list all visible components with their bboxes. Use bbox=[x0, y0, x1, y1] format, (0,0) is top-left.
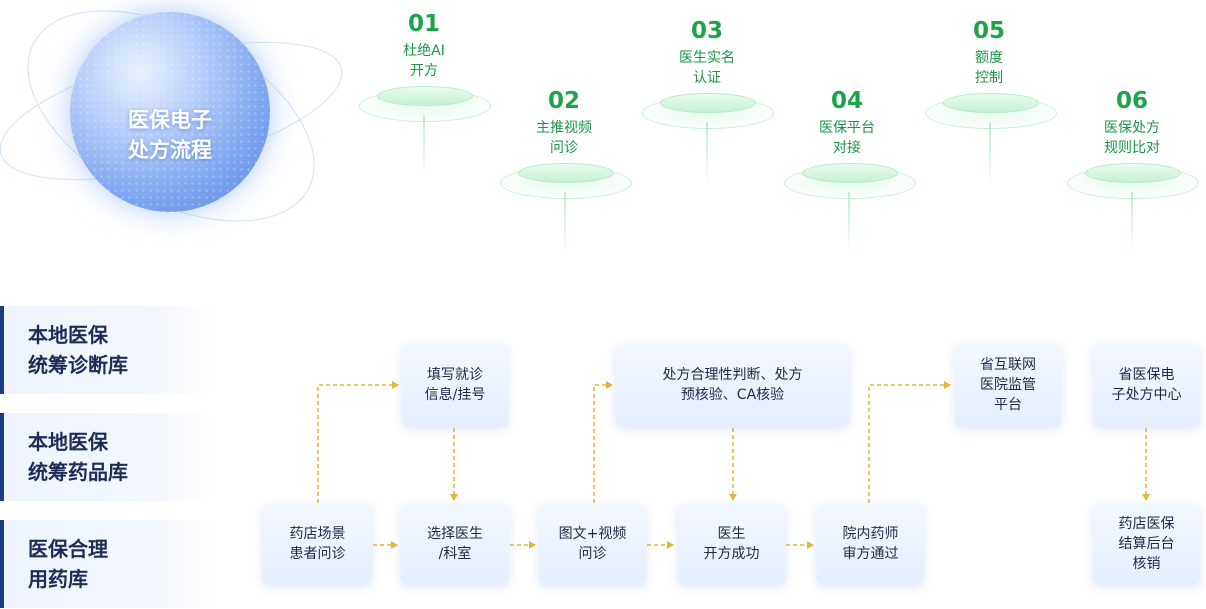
box-judgment: 处方合理性判断、处方 预核验、CA核验 bbox=[616, 344, 849, 426]
step-label: 额度 控制 bbox=[975, 50, 1003, 86]
library-label: 本地医保 统筹诊断库 bbox=[28, 323, 128, 377]
step-stem bbox=[706, 122, 708, 186]
step-number: 01 bbox=[407, 11, 440, 37]
step-number: 03 bbox=[690, 18, 723, 44]
step-stem bbox=[423, 115, 425, 179]
step-stem bbox=[1131, 192, 1133, 256]
step-pedestal bbox=[660, 93, 756, 113]
step-02: 02 主推视频 问诊 bbox=[499, 87, 629, 158]
step-stem bbox=[989, 122, 991, 186]
box-label: 药店医保 结算后台 核销 bbox=[1118, 516, 1175, 572]
library-label: 本地医保 统筹药品库 bbox=[28, 430, 128, 484]
step-01: 01 杜绝AI 开方 bbox=[359, 10, 489, 81]
box-label: 省医保电 子处方中心 bbox=[1111, 367, 1182, 403]
box-consult: 图文+视频 问诊 bbox=[539, 504, 646, 584]
diagram-title: 医保电子 处方流程 bbox=[128, 108, 212, 162]
step-number: 06 bbox=[1115, 88, 1148, 114]
library-rational-use: 医保合理 用药库 bbox=[0, 520, 214, 608]
step-03: 03 医生实名 认证 bbox=[642, 17, 772, 88]
step-number: 04 bbox=[830, 88, 863, 114]
step-06: 06 医保处方 规则比对 bbox=[1067, 87, 1197, 158]
box-provincial-center: 省医保电 子处方中心 bbox=[1093, 344, 1200, 426]
box-label: 图文+视频 问诊 bbox=[558, 526, 627, 562]
step-label: 医保平台 对接 bbox=[819, 120, 875, 156]
step-label: 杜绝AI 开方 bbox=[403, 43, 445, 79]
step-pedestal bbox=[377, 86, 473, 106]
step-number: 02 bbox=[547, 88, 580, 114]
library-drug: 本地医保 统筹药品库 bbox=[0, 413, 214, 501]
box-label: 医生 开方成功 bbox=[703, 526, 760, 562]
library-label: 医保合理 用药库 bbox=[28, 537, 108, 591]
step-pedestal bbox=[518, 163, 614, 183]
step-stem bbox=[564, 192, 566, 256]
box-select-doctor: 选择医生 /科室 bbox=[401, 504, 509, 584]
step-pedestal bbox=[802, 163, 898, 183]
box-label: 处方合理性判断、处方 预核验、CA核验 bbox=[662, 367, 803, 403]
box-settlement: 药店医保 结算后台 核销 bbox=[1093, 504, 1200, 584]
arrow-scene-to-fill bbox=[317, 381, 399, 503]
step-label: 医生实名 认证 bbox=[679, 50, 735, 86]
box-label: 省互联网 医院监管 平台 bbox=[980, 357, 1036, 413]
box-fill-info: 填写就诊 信息/挂号 bbox=[402, 344, 508, 426]
box-label: 选择医生 /科室 bbox=[427, 526, 483, 562]
arrow-pharmacist-to-platform bbox=[868, 381, 951, 503]
step-04: 04 医保平台 对接 bbox=[782, 87, 912, 158]
box-label: 药店场景 患者问诊 bbox=[289, 526, 346, 562]
step-05: 05 额度 控制 bbox=[924, 17, 1054, 88]
arrow-consult-to-judgment bbox=[593, 381, 613, 503]
box-doctor-prescribe: 医生 开方成功 bbox=[678, 504, 785, 584]
box-label: 填写就诊 信息/挂号 bbox=[424, 367, 486, 403]
box-label: 院内药师 审方通过 bbox=[842, 526, 899, 562]
step-number: 05 bbox=[972, 18, 1005, 44]
step-pedestal bbox=[1085, 163, 1181, 183]
step-pedestal bbox=[943, 93, 1039, 113]
box-provincial-platform: 省互联网 医院监管 平台 bbox=[955, 344, 1061, 426]
step-label: 医保处方 规则比对 bbox=[1104, 120, 1160, 156]
box-pharmacy-scene: 药店场景 患者问诊 bbox=[263, 504, 372, 584]
step-label: 主推视频 问诊 bbox=[536, 120, 592, 156]
globe-icon: 医保电子 处方流程 bbox=[70, 12, 270, 212]
box-pharmacist-review: 院内药师 审方通过 bbox=[817, 504, 924, 584]
step-stem bbox=[848, 192, 850, 256]
library-diagnosis: 本地医保 统筹诊断库 bbox=[0, 306, 214, 394]
